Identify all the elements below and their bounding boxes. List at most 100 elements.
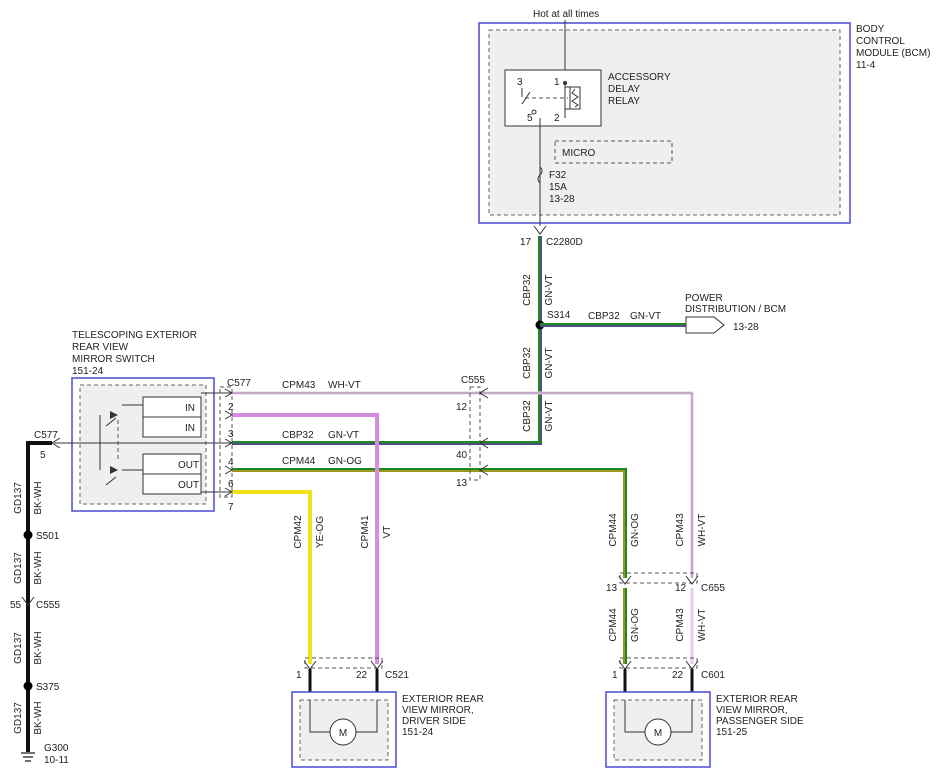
wire-cbp32-horizontal <box>232 441 542 445</box>
gn-vt-branch-label: GN-VT <box>630 311 661 322</box>
switch-title-line4: 151-24 <box>72 366 104 377</box>
switch-in-box-lower <box>142 416 202 438</box>
gn-vt-upper-label: GN-VT <box>544 274 555 305</box>
relay-coil-icon <box>569 86 581 110</box>
fuse-ref: 13-28 <box>549 194 575 205</box>
hot-at-all-times-label: Hot at all times <box>533 9 599 20</box>
c555-pin-12: 12 <box>456 402 468 413</box>
gn-vt-lower-label: GN-VT <box>544 400 555 431</box>
bcm-title-line2: CONTROL <box>856 36 905 47</box>
splice-s501-dot <box>23 530 33 540</box>
gd137-label-2: GD137 <box>13 552 24 584</box>
cpm43-vert-label: CPM43 <box>675 513 686 547</box>
micro-box <box>554 140 673 164</box>
switch-blade-out <box>105 476 117 486</box>
passenger-motor-lead-right <box>671 700 693 733</box>
wire-cpm43 <box>232 391 694 664</box>
c577-chevron-2-icon <box>224 388 234 398</box>
driver-motor-icon <box>329 718 357 746</box>
c555-chevron-12-icon <box>479 387 489 399</box>
c555-pin-40: 40 <box>456 450 468 461</box>
passenger-mirror-title-3: PASSENGER SIDE <box>716 716 804 727</box>
bcm-module: Hot at all times BODY CONTROL MODULE (BC… <box>478 9 930 226</box>
driver-motor-label: M <box>339 728 347 739</box>
cbp32-upper-label: CBP32 <box>522 274 533 306</box>
splice-s314-label: S314 <box>547 310 571 321</box>
relay-pin-2: 2 <box>554 113 560 124</box>
relay-contact-5 <box>531 109 537 115</box>
driver-mirror-title-4: 151-24 <box>402 727 434 738</box>
telescoping-mirror-switch: TELESCOPING EXTERIOR REAR VIEW MIRROR SW… <box>51 330 232 512</box>
connector-c601: 1 22 C601 <box>612 657 725 681</box>
c577-chevron-6-icon <box>224 487 234 497</box>
power-dist-ref: 13-28 <box>733 322 759 333</box>
relay-label-line2: DELAY <box>608 84 640 95</box>
switch-title-line1: TELESCOPING EXTERIOR <box>72 330 197 341</box>
relay-label-line3: RELAY <box>608 96 640 107</box>
splice-s375-dot <box>23 681 33 691</box>
switch-out-box-lower <box>142 473 202 495</box>
gd137-label-1: GD137 <box>13 482 24 514</box>
vt-label: VT <box>382 526 393 539</box>
c555-chevron-40-icon <box>479 437 489 449</box>
power-dist-line1: POWER <box>685 293 723 304</box>
cbp32-mid-label: CBP32 <box>522 347 533 379</box>
gn-vt-mid-label: GN-VT <box>544 347 555 378</box>
relay-pin-3: 3 <box>517 77 523 88</box>
wire-cbp32-vertical <box>538 236 542 444</box>
cpm43-label: CPM43 <box>282 380 316 391</box>
ground-chain: C577 5 S501 S375 55 C555 GD137 BK-WH GD1… <box>10 430 69 766</box>
c655-chevron-12-icon <box>685 575 699 585</box>
passenger-mirror-title-1: EXTERIOR REAR <box>716 694 798 705</box>
relay-label-line1: ACCESSORY <box>608 72 671 83</box>
c577-pin-2: 2 <box>228 402 234 413</box>
cbp32-branch-label: CBP32 <box>588 311 620 322</box>
power-distribution-arrow-icon <box>685 316 725 334</box>
switch-blade-in <box>105 417 117 427</box>
c555-pin-13: 13 <box>456 478 468 489</box>
c555-left-pin: 55 <box>10 600 22 611</box>
switch-contact-in-icon <box>110 411 118 419</box>
driver-motor-lead-left <box>309 700 330 733</box>
driver-mirror-title-1: EXTERIOR REAR <box>402 694 484 705</box>
bcm-title-line3: MODULE (BCM) <box>856 48 930 59</box>
c601-pin-1: 1 <box>612 670 618 681</box>
bk-wh-label-2: BK-WH <box>33 551 44 584</box>
c555-left-chevron-icon <box>21 596 35 606</box>
switch-out-label-1: OUT <box>178 460 199 471</box>
mirror-driver-side: M EXTERIOR REAR VIEW MIRROR, DRIVER SIDE… <box>291 669 484 768</box>
splice-s375-label: S375 <box>36 682 60 693</box>
wh-vt-lower-label: WH-VT <box>697 609 708 642</box>
wire-cpm42 <box>232 490 312 664</box>
passenger-motor-label: M <box>654 728 662 739</box>
wire-gd137 <box>26 441 52 752</box>
c555-outline <box>469 386 481 481</box>
passenger-mirror-title-4: 151-25 <box>716 727 748 738</box>
cbp32-lower-label: CBP32 <box>522 400 533 432</box>
gn-og-lower-label: GN-OG <box>630 608 641 642</box>
c521-outline <box>304 657 383 669</box>
relay-coil-winding <box>571 88 579 108</box>
cpm44-label: CPM44 <box>282 456 316 467</box>
switch-out-label-2: OUT <box>178 480 199 491</box>
c655-name: C655 <box>701 583 725 594</box>
micro-label: MICRO <box>562 148 596 159</box>
c555-chevron-13-icon <box>479 464 489 476</box>
ground-name: G300 <box>44 743 69 754</box>
connector-c655: 13 12 C655 <box>606 572 725 594</box>
wire-cbp32-to-power <box>540 323 686 327</box>
c577-left-pin: 5 <box>40 450 46 461</box>
passenger-motor-icon <box>644 718 672 746</box>
cpm44-vert-label: CPM44 <box>608 513 619 547</box>
connector-c555: C555 12 40 13 <box>456 375 489 489</box>
c555-left-name: C555 <box>36 600 60 611</box>
c2280d-pin: 17 <box>520 237 532 248</box>
passenger-mirror-title-2: VIEW MIRROR, <box>716 705 788 716</box>
c655-outline <box>619 572 698 584</box>
power-dist-line2: DISTRIBUTION / BCM <box>685 304 786 315</box>
bk-wh-label-3: BK-WH <box>33 631 44 664</box>
c577-pin-3: 3 <box>228 429 234 440</box>
c655-pin-13: 13 <box>606 583 618 594</box>
relay-box <box>504 69 602 127</box>
